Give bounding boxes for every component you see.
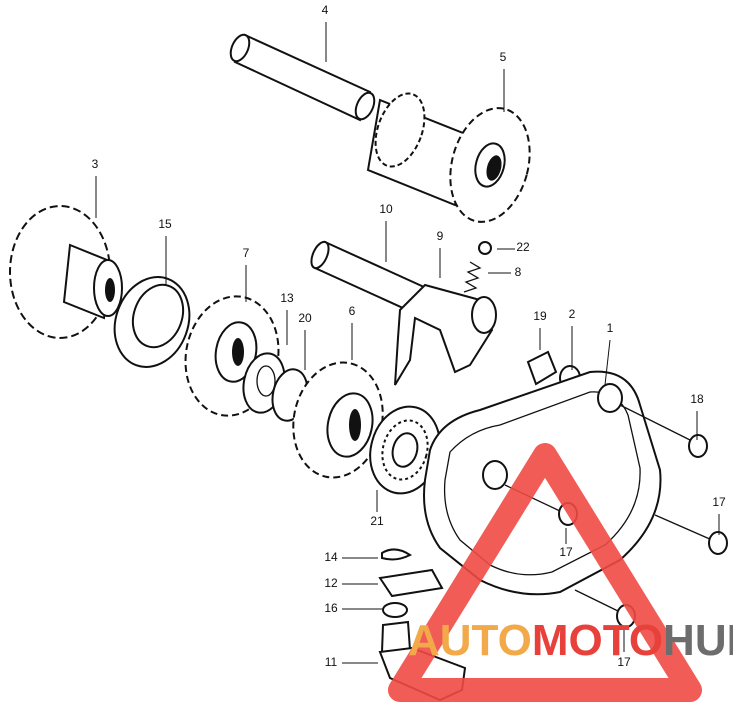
part-clip-14 (381, 548, 412, 561)
callout-label-5: 5 (500, 50, 507, 64)
callout-label-4: 4 (322, 3, 329, 17)
callout-label-7: 7 (243, 246, 250, 260)
callout-label-3: 3 (92, 157, 99, 171)
callout-label-17: 17 (617, 655, 631, 669)
part-screw-17a (654, 514, 728, 555)
callout-label-8: 8 (515, 265, 522, 279)
callout-label-11: 11 (325, 655, 338, 669)
part-shift-fork-9 (394, 283, 497, 386)
watermark-hub: HUB (663, 616, 733, 665)
watermark-triangle (388, 443, 702, 702)
part-ball-22 (478, 241, 492, 255)
part-gear-cluster-5 (366, 92, 531, 223)
callout-label-2: 2 (569, 307, 576, 321)
watermark-moto: MOTO (532, 616, 663, 665)
callout-label-20: 20 (298, 311, 312, 325)
part-seal-15 (113, 276, 191, 368)
callout-label-15: 15 (158, 217, 172, 231)
watermark-text: AUTOMOTOHUB (408, 616, 733, 665)
part-gear-6 (292, 361, 384, 479)
callout-label-19: 19 (533, 309, 547, 323)
callout-leader-1 (604, 339, 611, 386)
part-spring-8 (463, 261, 482, 293)
callout-label-10: 10 (379, 202, 393, 216)
callout-label-16: 16 (324, 601, 338, 615)
part-bearing-21 (369, 405, 441, 495)
callout-label-17: 17 (559, 545, 573, 559)
callout-label-13: 13 (280, 291, 294, 305)
callout-label-22: 22 (516, 240, 530, 254)
part-plate-12 (378, 568, 444, 598)
part-shaft-4 (229, 33, 376, 122)
callout-label-17: 17 (712, 495, 726, 509)
callout-label-21: 21 (370, 514, 384, 528)
callout-label-1: 1 (607, 321, 614, 335)
part-screw-18 (619, 404, 708, 458)
part-dowel-19 (526, 350, 558, 386)
callout-label-6: 6 (349, 304, 356, 318)
callout-label-12: 12 (324, 576, 338, 590)
part-cover-1 (423, 370, 662, 596)
callout-label-18: 18 (690, 392, 704, 406)
callout-label-14: 14 (324, 550, 338, 564)
part-sprocket-3 (9, 205, 123, 339)
part-oring-16 (382, 602, 408, 618)
automotohub-watermark: AUTOMOTOHUB (388, 443, 733, 702)
callout-label-9: 9 (437, 229, 444, 243)
watermark-auto: AUTO (408, 616, 532, 665)
